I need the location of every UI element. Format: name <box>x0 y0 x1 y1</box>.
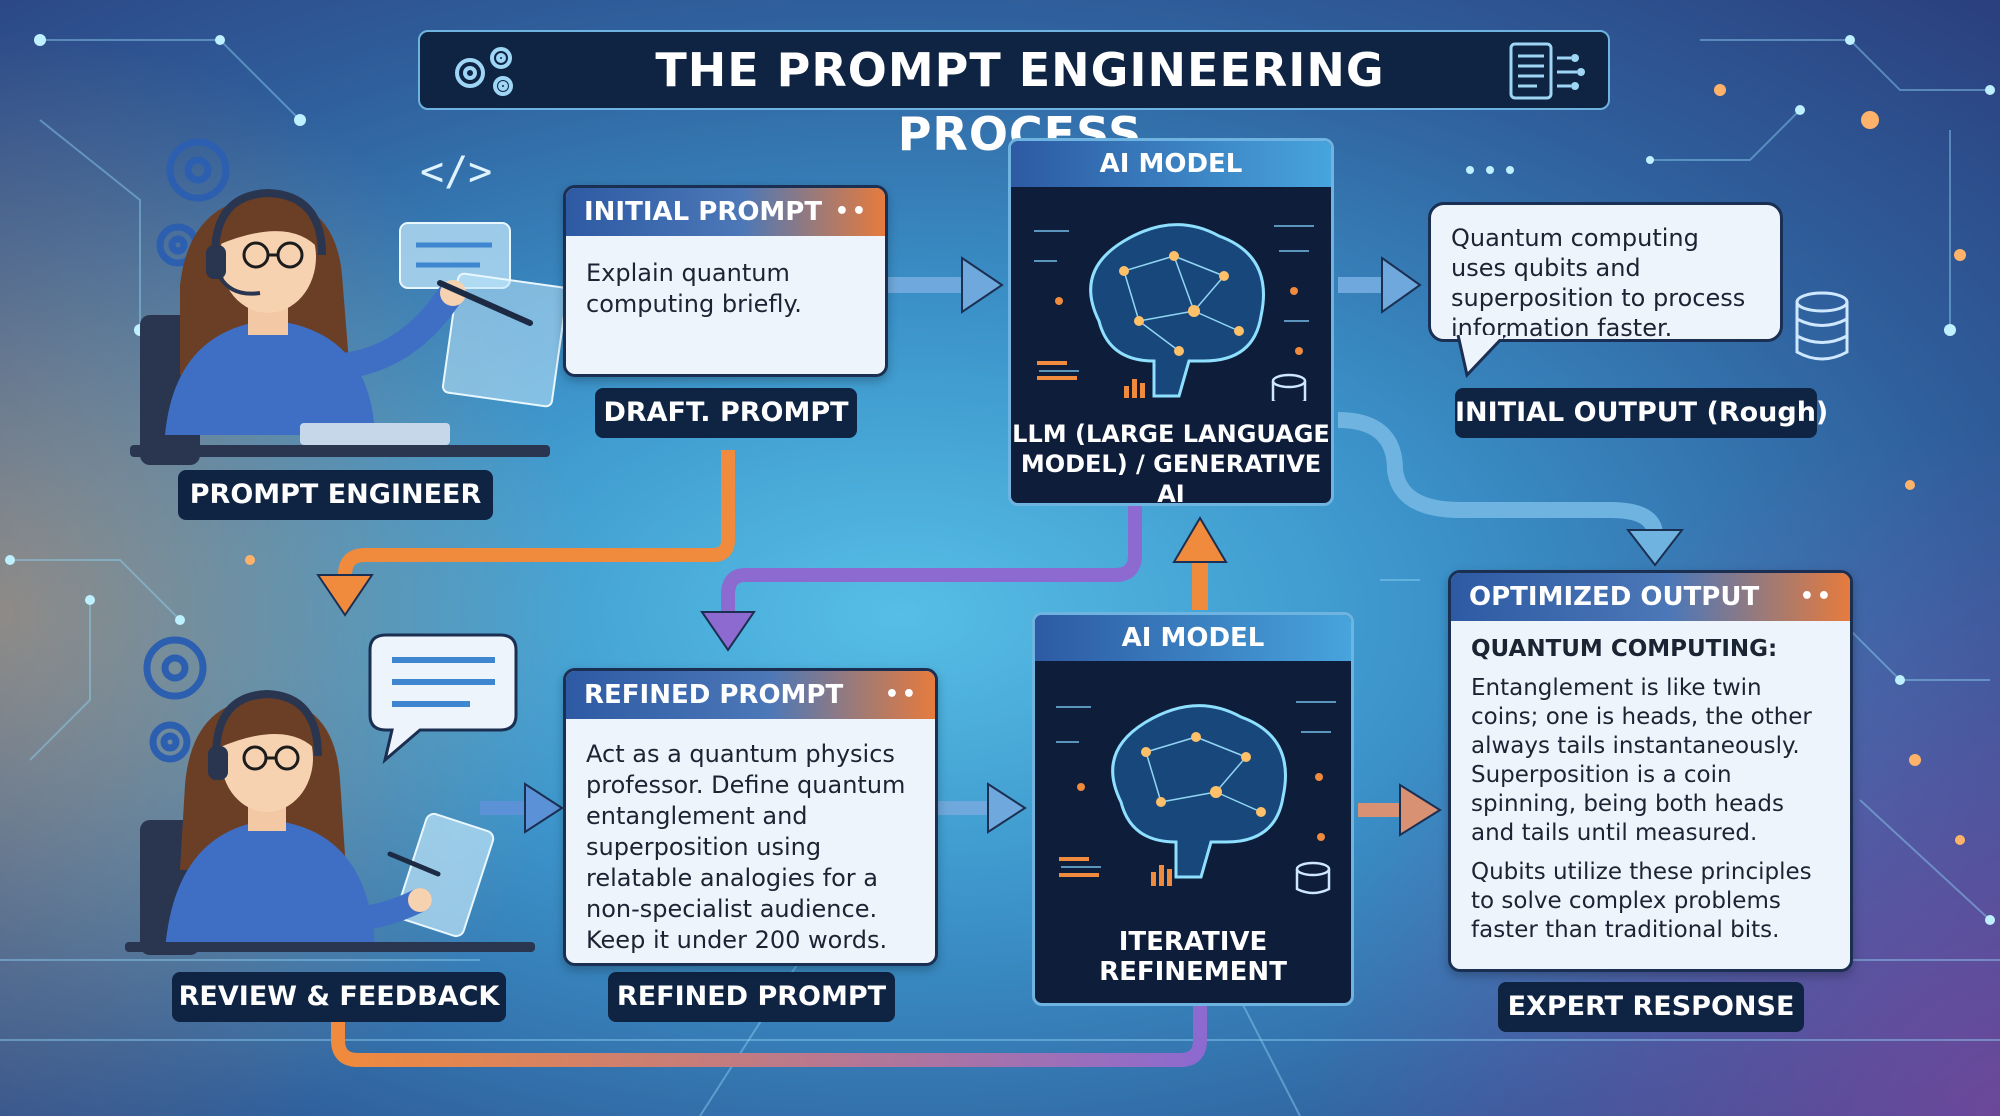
arrow-draft-to-review <box>316 450 735 617</box>
review-feedback-illustration <box>125 633 535 955</box>
arrow-review-to-refined <box>480 782 564 834</box>
gear-icon <box>143 636 207 763</box>
database-icon <box>1795 291 1849 361</box>
code-icon: </> <box>420 149 492 195</box>
refined-prompt-title: REFINED PROMPT <box>584 680 844 710</box>
initial-prompt-card: INITIAL PROMPT •• Explain quantum comput… <box>563 185 888 377</box>
arrow-model-bottom-to-top <box>1172 516 1228 610</box>
arrow-model-to-output <box>1338 256 1422 314</box>
page-title: THE PROMPT ENGINEERING PROCESS <box>655 43 1385 161</box>
arrow-model-to-optimized <box>1337 412 1685 567</box>
refined-prompt-text: Act as a quantum physics professor. Defi… <box>586 740 906 954</box>
optimized-output-header: OPTIMIZED OUTPUT •• <box>1451 573 1850 621</box>
bubble-tail <box>1456 335 1507 379</box>
database-icon <box>1271 373 1307 401</box>
database-icon <box>1295 861 1331 895</box>
label-refined-prompt: REFINED PROMPT <box>608 972 895 1022</box>
arrow-refined-to-model <box>938 782 1027 834</box>
gears-icon <box>455 47 513 96</box>
arrow-initial-to-model <box>888 256 1004 314</box>
refined-prompt-card: REFINED PROMPT •• Act as a quantum physi… <box>563 668 938 966</box>
ai-model-bottom-panel: AI MODEL ITERATIVE REFINEMENT <box>1032 612 1354 1006</box>
label-prompt-engineer: PROMPT ENGINEER <box>178 470 493 520</box>
optimized-output-title: OPTIMIZED OUTPUT <box>1469 582 1760 612</box>
arrow-feedback-loop <box>331 1000 1207 1067</box>
more-dots-icon: •• <box>834 199 869 224</box>
optimized-output-heading: QUANTUM COMPUTING: <box>1471 636 1778 662</box>
optimized-output-paragraph-1: Entanglement is like twin coins; one is … <box>1471 675 1812 846</box>
label-initial-output: INITIAL OUTPUT (Rough) <box>1455 388 1828 438</box>
title-bar <box>418 30 1610 110</box>
brain-icon <box>1034 223 1314 401</box>
ai-model-top-panel: AI MODEL LLM (LARGE LANGUAGE MODEL) / GE… <box>1008 138 1334 506</box>
initial-output-bubble: Quantum computing uses qubits and superp… <box>1428 202 1783 342</box>
label-review-feedback: REVIEW & FEEDBACK <box>172 972 506 1022</box>
document-icon <box>1509 42 1585 100</box>
refined-prompt-header: REFINED PROMPT •• <box>566 671 935 719</box>
label-draft-prompt: DRAFT. PROMPT <box>595 388 857 438</box>
ai-model-bottom-caption: ITERATIVE REFINEMENT <box>1099 927 1287 987</box>
prompt-engineer-illustration: </> <box>130 138 569 465</box>
more-dots-icon: •• <box>1799 584 1834 609</box>
arrow-model-to-optimized-bottom <box>1358 783 1442 837</box>
ai-model-bottom-header: AI MODEL <box>1035 615 1351 661</box>
initial-output-text: Quantum computing uses qubits and superp… <box>1451 224 1746 342</box>
initial-prompt-header: INITIAL PROMPT •• <box>566 188 885 236</box>
ai-model-top-header: AI MODEL <box>1011 141 1331 187</box>
ai-model-top-caption: LLM (LARGE LANGUAGE MODEL) / GENERATIVE … <box>1012 420 1330 506</box>
optimized-output-paragraph-2: Qubits utilize these principles to solve… <box>1471 859 1812 943</box>
label-expert-response: EXPERT RESPONSE <box>1498 982 1804 1032</box>
initial-prompt-text: Explain quantum computing briefly. <box>586 259 802 318</box>
arrow-model-to-refined <box>700 505 1142 652</box>
chat-bubble-icon <box>368 633 518 765</box>
initial-prompt-title: INITIAL PROMPT <box>584 197 823 227</box>
optimized-output-card: OPTIMIZED OUTPUT •• QUANTUM COMPUTING: E… <box>1448 570 1853 972</box>
brain-icon <box>1056 701 1336 895</box>
more-dots-icon: •• <box>884 682 919 707</box>
